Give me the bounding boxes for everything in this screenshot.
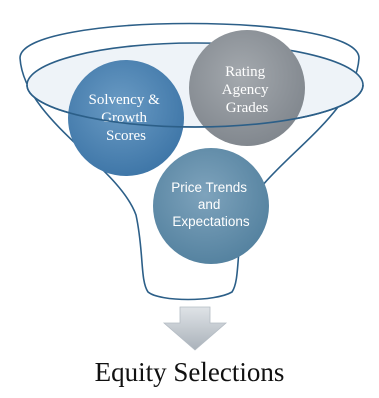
circle-label-line: Rating (225, 64, 265, 80)
funnel-rim-front (26, 84, 364, 128)
svg-text:Price Trends and E: Price Trends and Expectations (171, 180, 251, 229)
circle-label-line: Scores (106, 128, 146, 144)
circle-label-line: Solvency & (89, 92, 161, 108)
circle-label-line: Price Trends (171, 180, 247, 195)
circle-label-line: and (198, 197, 221, 212)
input-circle-price-trends: Price Trends and Expectations (153, 148, 269, 264)
svg-text:Rating Agency Grad: Rating Agency Grades (222, 64, 272, 116)
input-circle-rating-agency: Rating Agency Grades (189, 30, 305, 146)
circle-label-line: Agency (222, 82, 269, 98)
output-label: Equity Selections (94, 357, 285, 387)
circle-label-line: Expectations (172, 214, 250, 229)
circle-label-line: Grades (226, 100, 269, 116)
svg-text:Solvency & Growth: Solvency & Growth Scores (89, 92, 164, 144)
input-circle-solvency-growth: Solvency & Growth Scores (68, 60, 184, 176)
down-arrow-icon (162, 306, 228, 351)
